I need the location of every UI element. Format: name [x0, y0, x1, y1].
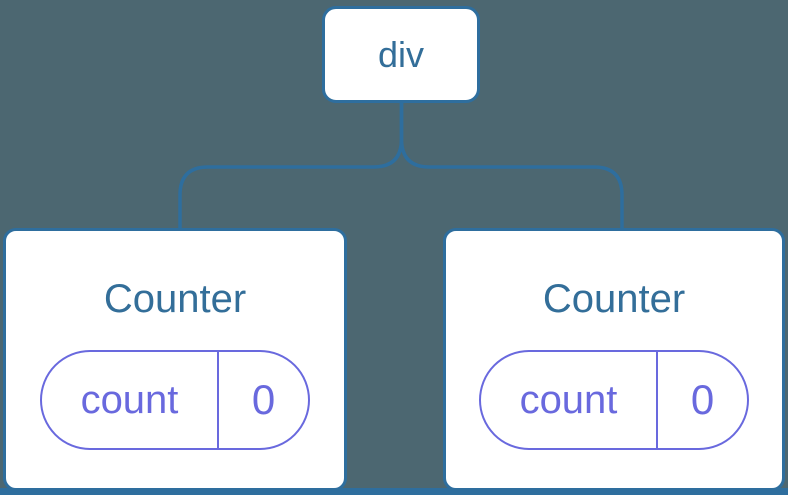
state-value: 0	[690, 376, 715, 423]
component-name: Counter	[542, 277, 686, 321]
root-node-label: div	[377, 33, 425, 75]
tree-node-div: div	[322, 6, 480, 103]
state-key: count	[481, 352, 658, 448]
state-key: count	[42, 352, 219, 448]
state-pill: count 0	[40, 350, 310, 450]
bottom-frame-line	[0, 488, 788, 495]
state-pill: count 0	[479, 350, 749, 450]
counter-component-card-right: Counter count 0	[443, 228, 785, 491]
state-value: 0	[251, 376, 276, 423]
component-name: Counter	[103, 277, 247, 321]
counter-component-card-left: Counter count 0	[3, 228, 347, 491]
